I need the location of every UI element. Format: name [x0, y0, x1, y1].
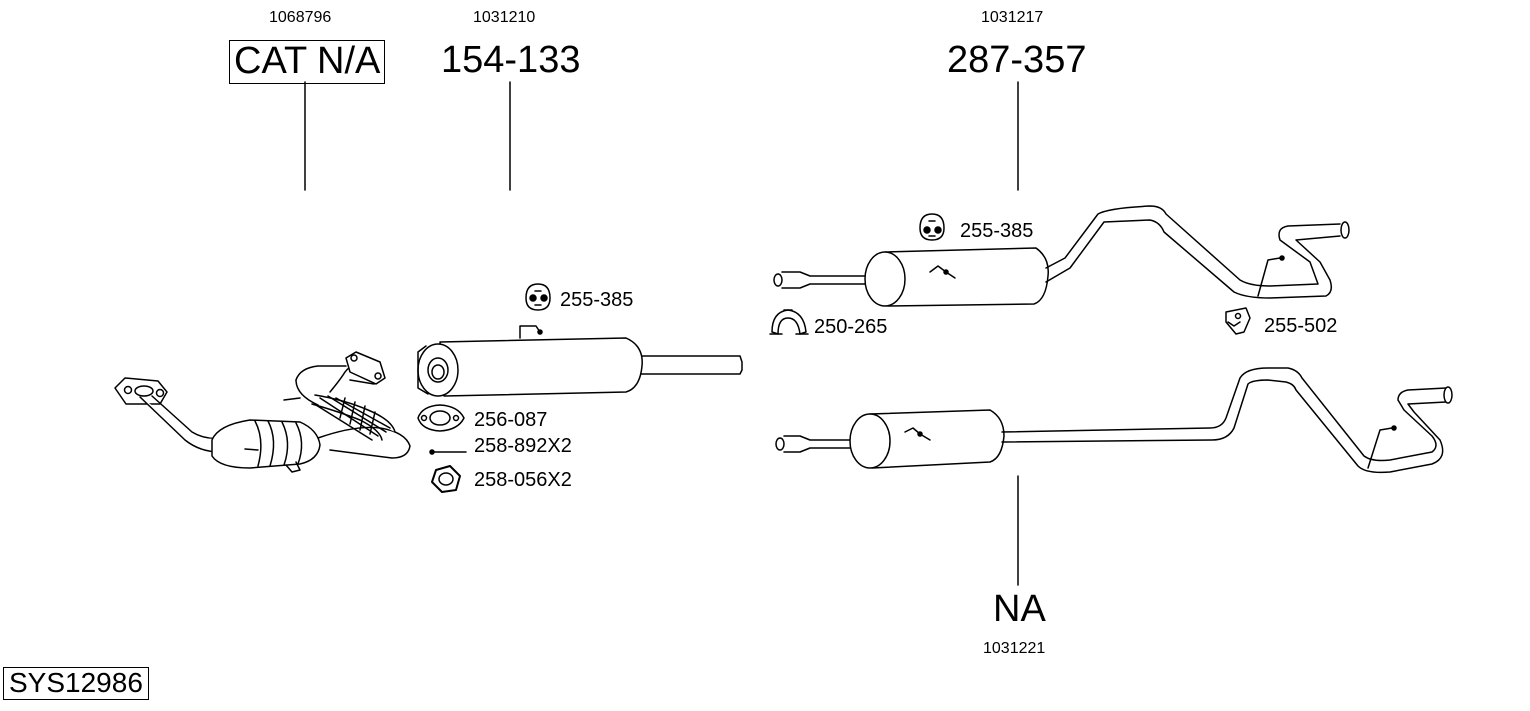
- rubber-hanger-icon: [526, 284, 550, 310]
- part-ref-catalyst: 1068796: [269, 9, 332, 26]
- rubber-hanger-icon: [920, 214, 944, 240]
- fitting-label: 258-056X2: [474, 469, 572, 491]
- pipe-clamp-icon: [770, 310, 808, 334]
- fitting-label: 250-265: [814, 316, 888, 338]
- rear-silencer-lower-drawing: [776, 368, 1452, 472]
- part-number-catalyst: CAT N/A: [229, 40, 386, 84]
- part-ref-front-silencer: 1031210: [473, 9, 536, 26]
- part-number-front-silencer: 154-133: [441, 39, 581, 81]
- flange-gasket-icon: [418, 405, 464, 431]
- part-ref-rear-silencer-lower: 1031221: [983, 640, 1046, 657]
- hex-nut-icon: [432, 466, 460, 492]
- part-ref-rear-silencer-upper: 1031217: [981, 9, 1044, 26]
- catalyst-front-pipe-drawing: [115, 352, 410, 472]
- fitting-label: 255-502: [1264, 315, 1338, 337]
- fitting-label: 258-892X2: [474, 435, 572, 457]
- front-silencer-drawing: [418, 326, 742, 396]
- rear-silencer-upper-drawing: [774, 206, 1349, 306]
- part-number-rear-silencer-lower: NA: [993, 588, 1046, 630]
- fitting-label: 255-385: [960, 220, 1034, 242]
- fitting-label: 255-385: [560, 289, 634, 311]
- fitting-label: 256-087: [474, 409, 548, 431]
- part-number-rear-silencer-upper: 287-357: [947, 39, 1087, 81]
- bolt-icon: [430, 450, 466, 454]
- mounting-bracket-icon: [1226, 308, 1250, 334]
- system-code: SYS12986: [3, 667, 149, 700]
